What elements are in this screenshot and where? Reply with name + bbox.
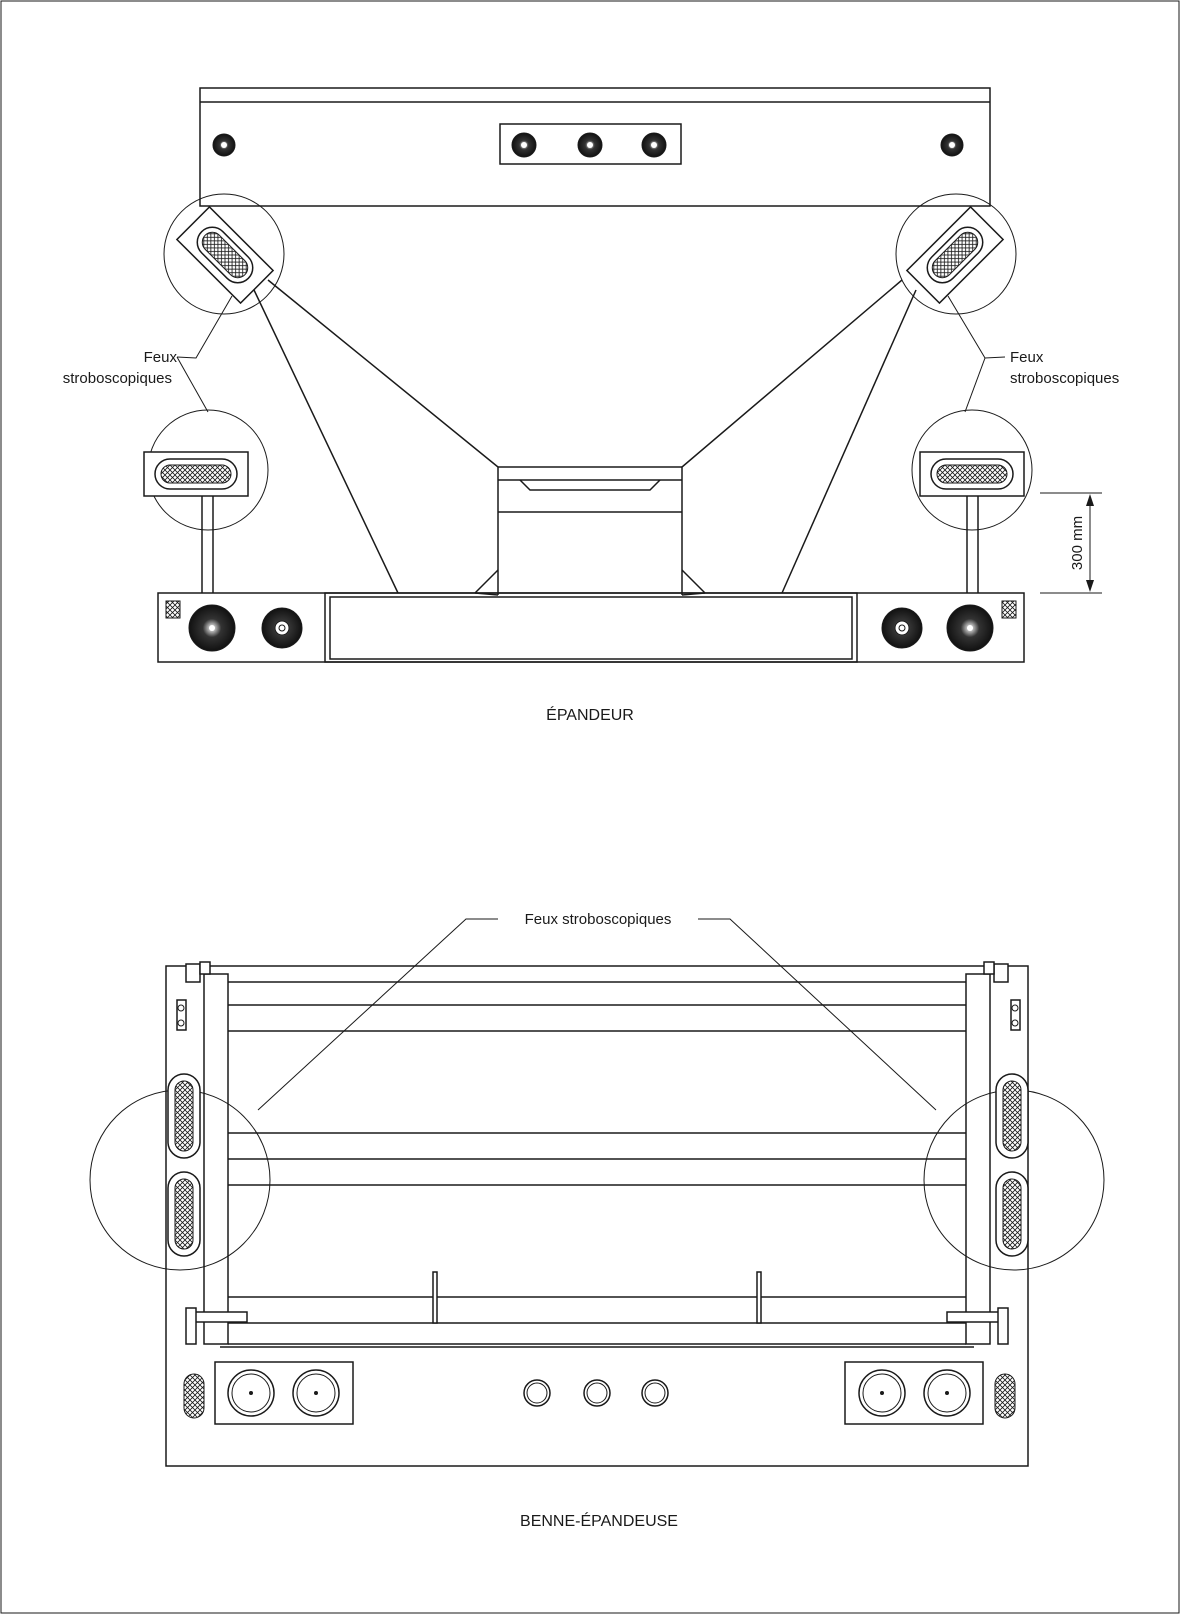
strobe-lights-right bbox=[995, 1073, 1029, 1257]
label-right-line2: stroboscopiques bbox=[1010, 370, 1119, 387]
reflector-right bbox=[1001, 600, 1017, 619]
marker-light-right bbox=[1010, 999, 1021, 1031]
right-post bbox=[965, 973, 991, 1345]
label-right-line1: Feux bbox=[1010, 349, 1044, 366]
tail-lamps-right bbox=[881, 604, 994, 652]
lamp-box-right bbox=[844, 1361, 984, 1425]
lamp-cluster bbox=[499, 123, 682, 165]
hopper-left-side bbox=[267, 279, 499, 595]
hinge-bottom-left bbox=[194, 1311, 248, 1323]
top-panel bbox=[199, 87, 991, 207]
caption-epandeur: ÉPANDEUR bbox=[546, 705, 634, 724]
marker-light-left bbox=[176, 999, 187, 1031]
leader-right bbox=[698, 918, 937, 1111]
center-lamps bbox=[523, 1379, 669, 1407]
leader-right-1 bbox=[947, 295, 1006, 359]
strobe-light-right-tilted bbox=[905, 205, 1005, 305]
tail-lamps-left bbox=[188, 604, 303, 652]
epandeur-diagram: Feux stroboscopiques Feux stroboscopique… bbox=[63, 87, 1119, 724]
strobe-lights-left bbox=[167, 1073, 201, 1257]
leader-left bbox=[257, 918, 498, 1111]
benne-epandeuse-diagram: Feux stroboscopiques BENNE-ÉPANDEUSE bbox=[89, 911, 1105, 1530]
leader-right-2 bbox=[964, 357, 986, 413]
leader-left-1 bbox=[176, 295, 233, 359]
hopper-right-side bbox=[681, 279, 903, 595]
reflector-left bbox=[165, 600, 181, 619]
strobe-light-left-tilted bbox=[175, 205, 275, 305]
hinge-top-left bbox=[185, 963, 201, 983]
top-panel-lamp bbox=[212, 133, 964, 157]
hinge-bottom-right bbox=[946, 1311, 1000, 1323]
lamp-box-left bbox=[214, 1361, 354, 1425]
reflector-right bbox=[994, 1373, 1016, 1419]
left-post bbox=[203, 973, 229, 1345]
label-left-line1: Feux bbox=[144, 349, 178, 366]
detail-circle-left-top bbox=[163, 193, 285, 315]
label-feux-stroboscopiques: Feux stroboscopiques bbox=[525, 911, 672, 928]
reflector-left bbox=[183, 1373, 205, 1419]
detail-circle-right-bottom bbox=[911, 409, 1033, 531]
hinge-top-right bbox=[993, 963, 1009, 983]
detail-circle-right-top bbox=[895, 193, 1017, 315]
dimension-label: 300 mm bbox=[1069, 516, 1086, 570]
label-left-line2: stroboscopiques bbox=[63, 370, 172, 387]
caption-benne-epandeuse: BENNE-ÉPANDEUSE bbox=[520, 1511, 678, 1530]
cluster-lamps bbox=[511, 132, 667, 158]
leader-left-2 bbox=[176, 356, 209, 413]
